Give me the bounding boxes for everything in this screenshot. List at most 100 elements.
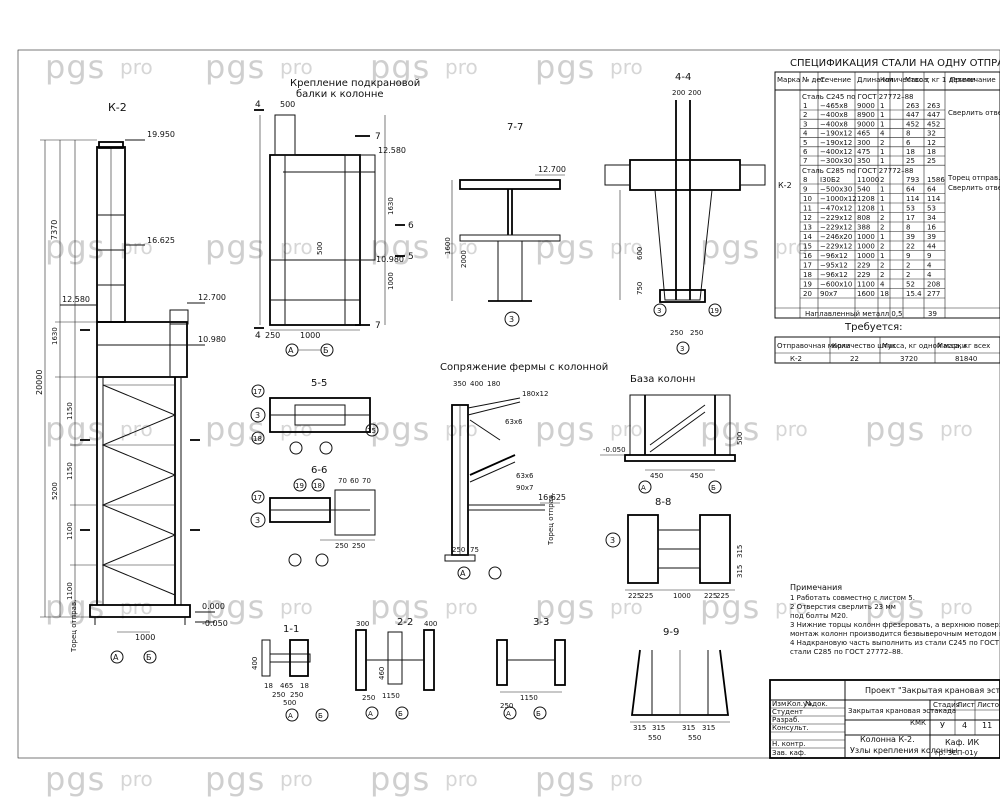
column-base-detail: База колонн -0.050 450 450 500 А Б — [600, 374, 744, 494]
sheet-frame — [17, 49, 1000, 759]
section-title: 7-7 — [507, 122, 523, 133]
section-dim: 250 — [272, 691, 285, 699]
level-mark: 10.980 — [198, 335, 226, 344]
crane-beam-dim: 1630 — [387, 197, 395, 215]
truss-title: Сопряжение фермы с колонной — [440, 362, 608, 373]
level-mark: 16.625 — [147, 236, 175, 245]
required-title: Требуется: — [844, 322, 903, 333]
crane-beam-column — [269, 154, 361, 326]
spec-cell: −300x30 — [820, 157, 852, 165]
note-line: 1 Работать совместно с листом 5. — [790, 594, 915, 602]
required-head: Масса, кг одной марки — [882, 342, 966, 350]
section-mark: 7 — [375, 321, 381, 331]
column-dim-width: 1000 — [135, 633, 155, 642]
spec-cell: 25 — [906, 157, 915, 165]
spec-cell: 34 — [927, 214, 936, 222]
watermark-brand: pgs — [205, 410, 265, 448]
truss-dim: 180 — [487, 380, 500, 388]
spec-cell: 1000 — [857, 233, 875, 241]
crane-beam-title-1: Крепление подкрановой — [290, 78, 420, 89]
spec-cell: 1100 — [857, 281, 875, 289]
spec-cell: 1 — [880, 148, 884, 156]
spec-cell: 18 — [803, 271, 812, 279]
ref-callout: 19 — [295, 482, 304, 490]
spec-cell: 2 — [906, 271, 910, 279]
section-dim: 225 — [716, 592, 729, 600]
spec-cell: 20 — [803, 290, 812, 298]
watermark-brand: pgs — [370, 760, 430, 798]
section-dim: 315 — [702, 724, 715, 732]
spec-cell: 1000 — [857, 243, 875, 251]
note-line: монтаж колонн производится безвыверочным… — [790, 630, 1000, 638]
section-mark: 5 — [408, 252, 414, 262]
section-title: 8-8 — [655, 497, 671, 508]
section-1-1: 1-1 18 465 18 250 250 500 400 А Б — [251, 624, 329, 722]
watermark-suffix: pro — [610, 595, 643, 619]
spec-cell: 793 — [906, 176, 919, 184]
section-dim: 225 — [704, 592, 717, 600]
section-title: 3-3 — [533, 617, 549, 628]
crane-beam-dim: 1000 — [300, 331, 320, 340]
spec-cell: 465 — [857, 130, 870, 138]
spec-cell: 808 — [857, 214, 870, 222]
section-dim: 200 — [688, 89, 701, 97]
required-cell: 3720 — [900, 355, 918, 363]
spec-cell: 22 — [906, 243, 915, 251]
watermark-suffix: pro — [775, 595, 808, 619]
spec-cell: 9 — [927, 252, 931, 260]
spec-cell: −465x8 — [820, 102, 848, 110]
required-cell: К-2 — [790, 355, 802, 363]
section-title: 4-4 — [675, 72, 691, 83]
spec-cell: 12 — [803, 214, 812, 222]
spec-cell: 2 — [880, 176, 884, 184]
axis-a: А — [288, 712, 293, 720]
spec-mark: К-2 — [778, 181, 792, 190]
section-dim: 400 — [424, 620, 437, 628]
ref-callout: 3 — [680, 345, 684, 353]
watermark-suffix: pro — [610, 417, 643, 441]
spec-cell: I30Б2 — [820, 176, 840, 184]
truss-dim: 400 — [470, 380, 483, 388]
spec-cell: 1208 — [857, 195, 875, 203]
truss-dim: 350 — [453, 380, 466, 388]
axis-a: А — [368, 710, 373, 718]
spec-cell: 447 — [906, 111, 919, 119]
axis-a: А — [641, 484, 646, 492]
spec-cell: 53 — [927, 205, 936, 213]
spec-cell: −400x8 — [820, 120, 848, 128]
spec-cell: 2 — [880, 262, 884, 270]
section-title: 5-5 — [311, 378, 327, 389]
spec-cell: 114 — [927, 195, 941, 203]
spec-cell: 1 — [880, 120, 884, 128]
spec-cell: 25 — [927, 157, 936, 165]
watermark-suffix: pro — [120, 417, 153, 441]
spec-cell: −95x12 — [820, 262, 848, 270]
required-cell: 22 — [850, 355, 859, 363]
section-dim: 250 — [500, 702, 513, 710]
ref-callout: 3 — [255, 411, 260, 420]
tb-dept: Каф. ИК — [945, 738, 979, 747]
spec-cell: 1 — [803, 102, 807, 110]
watermark-brand: pgs — [45, 760, 105, 798]
section-dim: 400 — [251, 657, 259, 670]
watermark-brand: pgs — [45, 48, 105, 86]
watermark-suffix: pro — [280, 767, 313, 791]
tb-role: Разраб. — [772, 716, 800, 724]
tb-role: Студент — [772, 708, 803, 716]
section-dim: 250 — [670, 329, 683, 337]
truss-column-detail: Сопряжение фермы с колонной 350 400 180 … — [440, 362, 608, 580]
watermark-suffix: pro — [445, 595, 478, 619]
level-mark: 19.950 — [147, 130, 175, 139]
spec-cell: 11 — [803, 205, 812, 213]
section-title: 6-6 — [311, 465, 327, 476]
axis-a: А — [460, 569, 466, 578]
level-mark: 16.625 — [538, 493, 566, 502]
spec-cell: 2 — [880, 214, 884, 222]
spec-cell: 9000 — [857, 120, 875, 128]
section-dim: 70 — [362, 477, 371, 485]
spec-cell: 90x7 — [820, 290, 838, 298]
tb-sheet-name-2: Узлы крепления колонны — [850, 746, 958, 755]
spec-cell: 18 — [906, 148, 915, 156]
required-head: Количество штук — [832, 342, 896, 350]
spec-cell: −229x12 — [820, 243, 852, 251]
